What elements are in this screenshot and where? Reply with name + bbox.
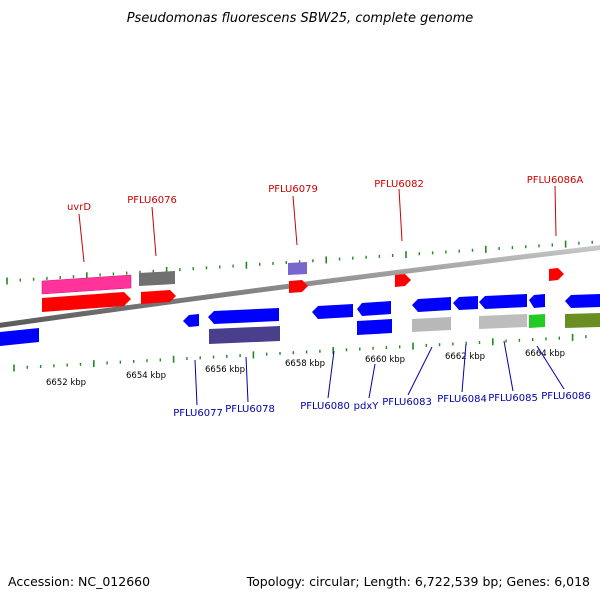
feature-track-bottom [209,313,600,344]
feature-track-top [41,262,307,295]
gene-label-pflu6077[interactable]: PFLU6077 [173,408,223,419]
gene-label-pflu6076[interactable]: PFLU6076 [127,195,177,206]
gene-label-pflu6082[interactable]: PFLU6082 [374,179,424,190]
gene-arrow-pdxy[interactable] [357,319,392,335]
scale-label: 6654 kbp [126,371,166,381]
gene-arrow-small-blue[interactable] [529,294,545,308]
gene-label-pflu6084[interactable]: PFLU6084 [437,394,487,405]
gene-feature-pflu6085-gray[interactable] [479,314,527,329]
gene-label-pflu6083[interactable]: PFLU6083 [382,397,432,408]
gene-label-pflu6080[interactable]: PFLU6080 [300,401,350,412]
gene-label-pflu6079[interactable]: PFLU6079 [268,184,318,195]
gene-arrow-pflu6083[interactable] [412,297,451,312]
gene-arrow-pflu6084[interactable] [453,296,478,310]
gene-arrow-pflu6079[interactable] [289,280,308,293]
scale-label: 6652 kbp [46,378,86,388]
genome-summary-text: Topology: circular; Length: 6,722,539 bp… [246,574,590,589]
scale-label: 6660 kbp [365,355,405,365]
gene-arrow-pflu6078[interactable] [208,308,279,324]
tick-row-bottom [13,333,587,372]
gene-arrow-pflu6086[interactable] [565,294,600,308]
scale-labels: 6652 kbp 6654 kbp 6656 kbp 6658 kbp 6660… [46,349,565,388]
scale-label: 6658 kbp [285,359,325,369]
gene-label-pdxy[interactable]: pdxY [354,401,380,412]
map-title: Pseudomonas fluorescens SBW25, complete … [127,11,474,26]
gene-feature-pflu6078-purple[interactable] [209,326,280,344]
gene-label-pflu6078[interactable]: PFLU6078 [225,404,275,415]
feature-track-forward [42,268,564,312]
gene-label-pflu6086a[interactable]: PFLU6086A [527,175,584,186]
gene-label-pflu6086[interactable]: PFLU6086 [541,391,591,402]
gene-arrow-pflu6080[interactable] [312,304,353,319]
gene-arrow-pflu6082[interactable] [395,274,411,287]
accession-text: Accession: NC_012660 [8,574,150,589]
scale-label: 6656 kbp [205,365,245,375]
gene-labels-top: uvrD PFLU6076 PFLU6079 PFLU6082 PFLU6086… [67,175,584,263]
gene-arrow-left-edge[interactable] [0,328,39,346]
gene-feature-olive[interactable] [565,313,600,328]
gene-arrow-pflu6076[interactable] [141,290,176,304]
gene-feature-pflu6079-purple[interactable] [288,262,307,275]
gene-feature-pflu6076-gray[interactable] [139,271,175,286]
gene-arrow-pflu6077[interactable] [183,314,199,327]
gene-feature-pflu6083-gray[interactable] [412,317,451,332]
gene-arrow-pflu6081[interactable] [357,301,391,316]
scale-label: 6664 kbp [525,349,565,359]
gene-label-uvrd[interactable]: uvrD [67,202,91,213]
gene-label-pflu6085[interactable]: PFLU6085 [488,393,538,404]
gene-labels-bottom: PFLU6077 PFLU6078 PFLU6080 pdxY PFLU6083… [173,340,591,419]
feature-track-reverse [0,294,600,346]
gene-arrow-pflu6085[interactable] [479,294,527,309]
gene-feature-uvrd-rna[interactable] [41,274,132,295]
gene-arrow-uvrd[interactable] [42,292,131,312]
gene-feature-green[interactable] [529,314,545,328]
gene-arrow-pflu6086a[interactable] [549,268,564,281]
